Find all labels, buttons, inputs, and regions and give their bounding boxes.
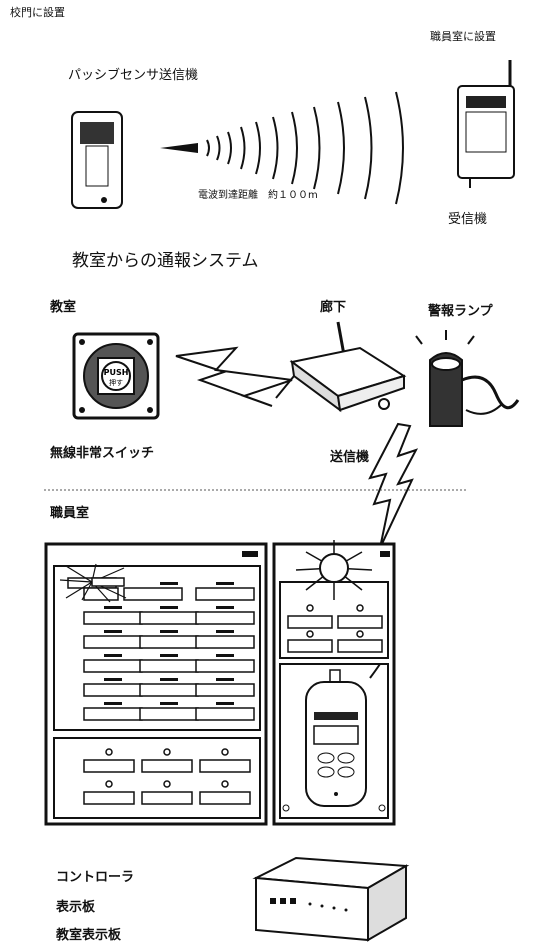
flashing-slot: [91, 577, 125, 587]
gate-install-label: 校門に設置: [10, 6, 65, 19]
signal-wedge: [160, 143, 198, 153]
hallway-transmitter: [275, 321, 407, 413]
classroom-slots: [67, 577, 255, 805]
receiver-label: 受信機: [448, 212, 488, 227]
sensor-transmitter-label: パッシブセンサ送信機: [68, 68, 199, 83]
alarm-lamp-label: 警報ランプ: [428, 304, 493, 319]
receiver-device: [457, 60, 515, 188]
staff-room-title: 職員室: [50, 506, 90, 521]
wireless-emergency-switch: [72, 332, 160, 420]
display-board-label: 表示板: [56, 900, 96, 915]
radio-waves: [206, 91, 404, 205]
lower-slot-leds: [105, 748, 229, 788]
range-label: 電波到達距離 約１００m: [198, 190, 318, 201]
wireless-switch-label: 無線非常スイッチ: [50, 446, 155, 461]
staff-room-install-label: 職員室に設置: [430, 30, 496, 43]
controller-label: コントローラ: [56, 870, 135, 885]
controller-box: [252, 856, 410, 942]
wireless-bolt-2: [368, 422, 419, 549]
classroom-display-label: 教室表示板: [56, 928, 122, 943]
classroom-label: 教室: [50, 300, 77, 315]
transmitter-label: 送信機: [330, 450, 370, 465]
system-title: 教室からの通報システム: [72, 251, 259, 271]
push-button-subtext: 押す: [109, 378, 123, 387]
passive-sensor-device: [71, 111, 123, 209]
wireless-bolt-1: [175, 346, 293, 407]
alert-panel-slots: [287, 604, 383, 653]
handheld-receiver: [305, 663, 381, 807]
classroom-slot-markers: [104, 582, 234, 705]
hallway-label: 廊下: [320, 300, 347, 315]
alert-lamp-circle: [319, 553, 349, 583]
alarm-lamp: [415, 330, 520, 427]
push-button-text: PUSH: [104, 368, 129, 377]
